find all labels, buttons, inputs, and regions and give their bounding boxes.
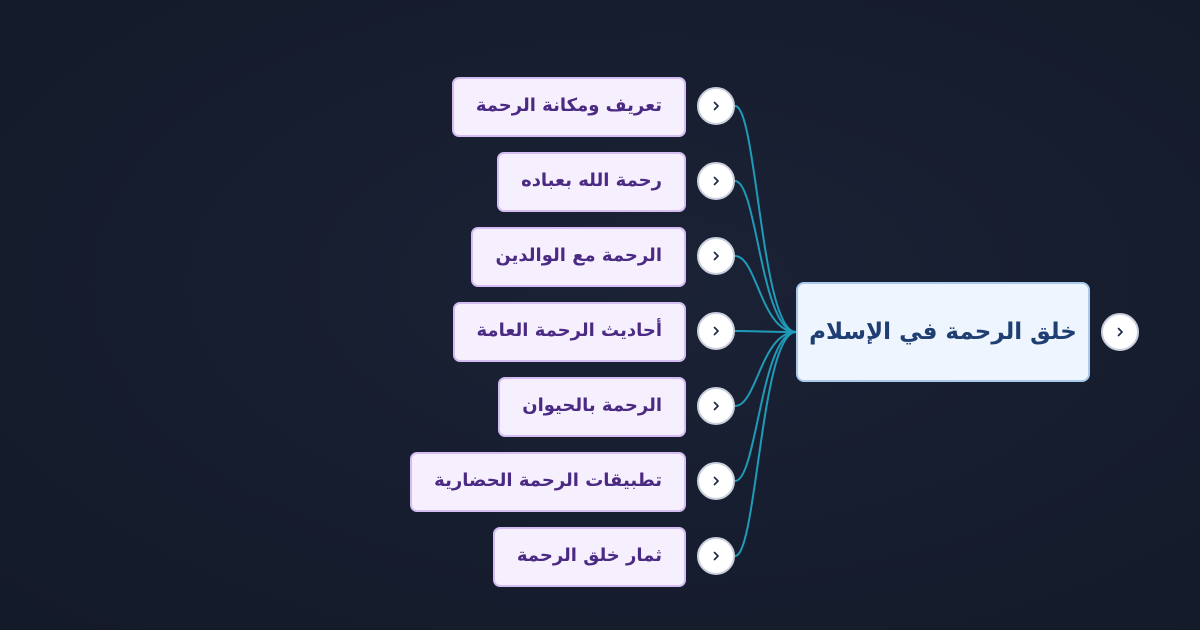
chevron-right-icon bbox=[713, 101, 719, 111]
connector-line bbox=[734, 331, 797, 407]
branch-node[interactable]: تعريف ومكانة الرحمة bbox=[451, 77, 686, 137]
branch-node[interactable]: الرحمة بالحيوان bbox=[498, 377, 686, 437]
connector-line bbox=[734, 255, 797, 333]
branch-node[interactable]: تطبيقات الرحمة الحضارية bbox=[410, 452, 686, 512]
branch-node[interactable]: ثمار خلق الرحمة bbox=[492, 527, 686, 587]
branch-expand-toggle[interactable] bbox=[697, 162, 735, 200]
branch-node[interactable]: أحاديث الرحمة العامة bbox=[452, 302, 686, 362]
connector-line bbox=[734, 105, 797, 333]
branch-node-label: رحمة الله بعباده bbox=[521, 169, 662, 191]
branch-expand-toggle[interactable] bbox=[697, 87, 735, 125]
branch-node-label: الرحمة مع الوالدين bbox=[495, 244, 662, 266]
branch-node-label: أحاديث الرحمة العامة bbox=[476, 319, 662, 341]
branch-expand-toggle[interactable] bbox=[697, 462, 735, 500]
chevron-right-icon bbox=[713, 251, 719, 261]
chevron-right-icon bbox=[713, 476, 719, 486]
chevron-right-icon bbox=[1117, 327, 1123, 337]
root-node[interactable]: خلق الرحمة في الإسلام bbox=[796, 282, 1090, 382]
root-node-label: خلق الرحمة في الإسلام bbox=[809, 319, 1077, 345]
branch-node[interactable]: رحمة الله بعباده bbox=[497, 152, 686, 212]
branch-expand-toggle[interactable] bbox=[697, 312, 735, 350]
branch-node-label: تعريف ومكانة الرحمة bbox=[475, 94, 662, 116]
root-expand-toggle[interactable] bbox=[1101, 313, 1139, 351]
chevron-right-icon bbox=[713, 401, 719, 411]
branch-node-label: تطبيقات الرحمة الحضارية bbox=[434, 469, 662, 491]
connector-line bbox=[734, 331, 797, 557]
branch-expand-toggle[interactable] bbox=[697, 387, 735, 425]
chevron-right-icon bbox=[713, 176, 719, 186]
chevron-right-icon bbox=[713, 326, 719, 336]
connector-line bbox=[734, 331, 797, 482]
connector-line bbox=[734, 180, 797, 333]
chevron-right-icon bbox=[713, 551, 719, 561]
branch-node[interactable]: الرحمة مع الوالدين bbox=[471, 227, 686, 287]
connector-line bbox=[734, 330, 797, 333]
branch-node-label: ثمار خلق الرحمة bbox=[516, 544, 662, 566]
branch-expand-toggle[interactable] bbox=[697, 537, 735, 575]
branch-expand-toggle[interactable] bbox=[697, 237, 735, 275]
branch-node-label: الرحمة بالحيوان bbox=[522, 394, 662, 416]
